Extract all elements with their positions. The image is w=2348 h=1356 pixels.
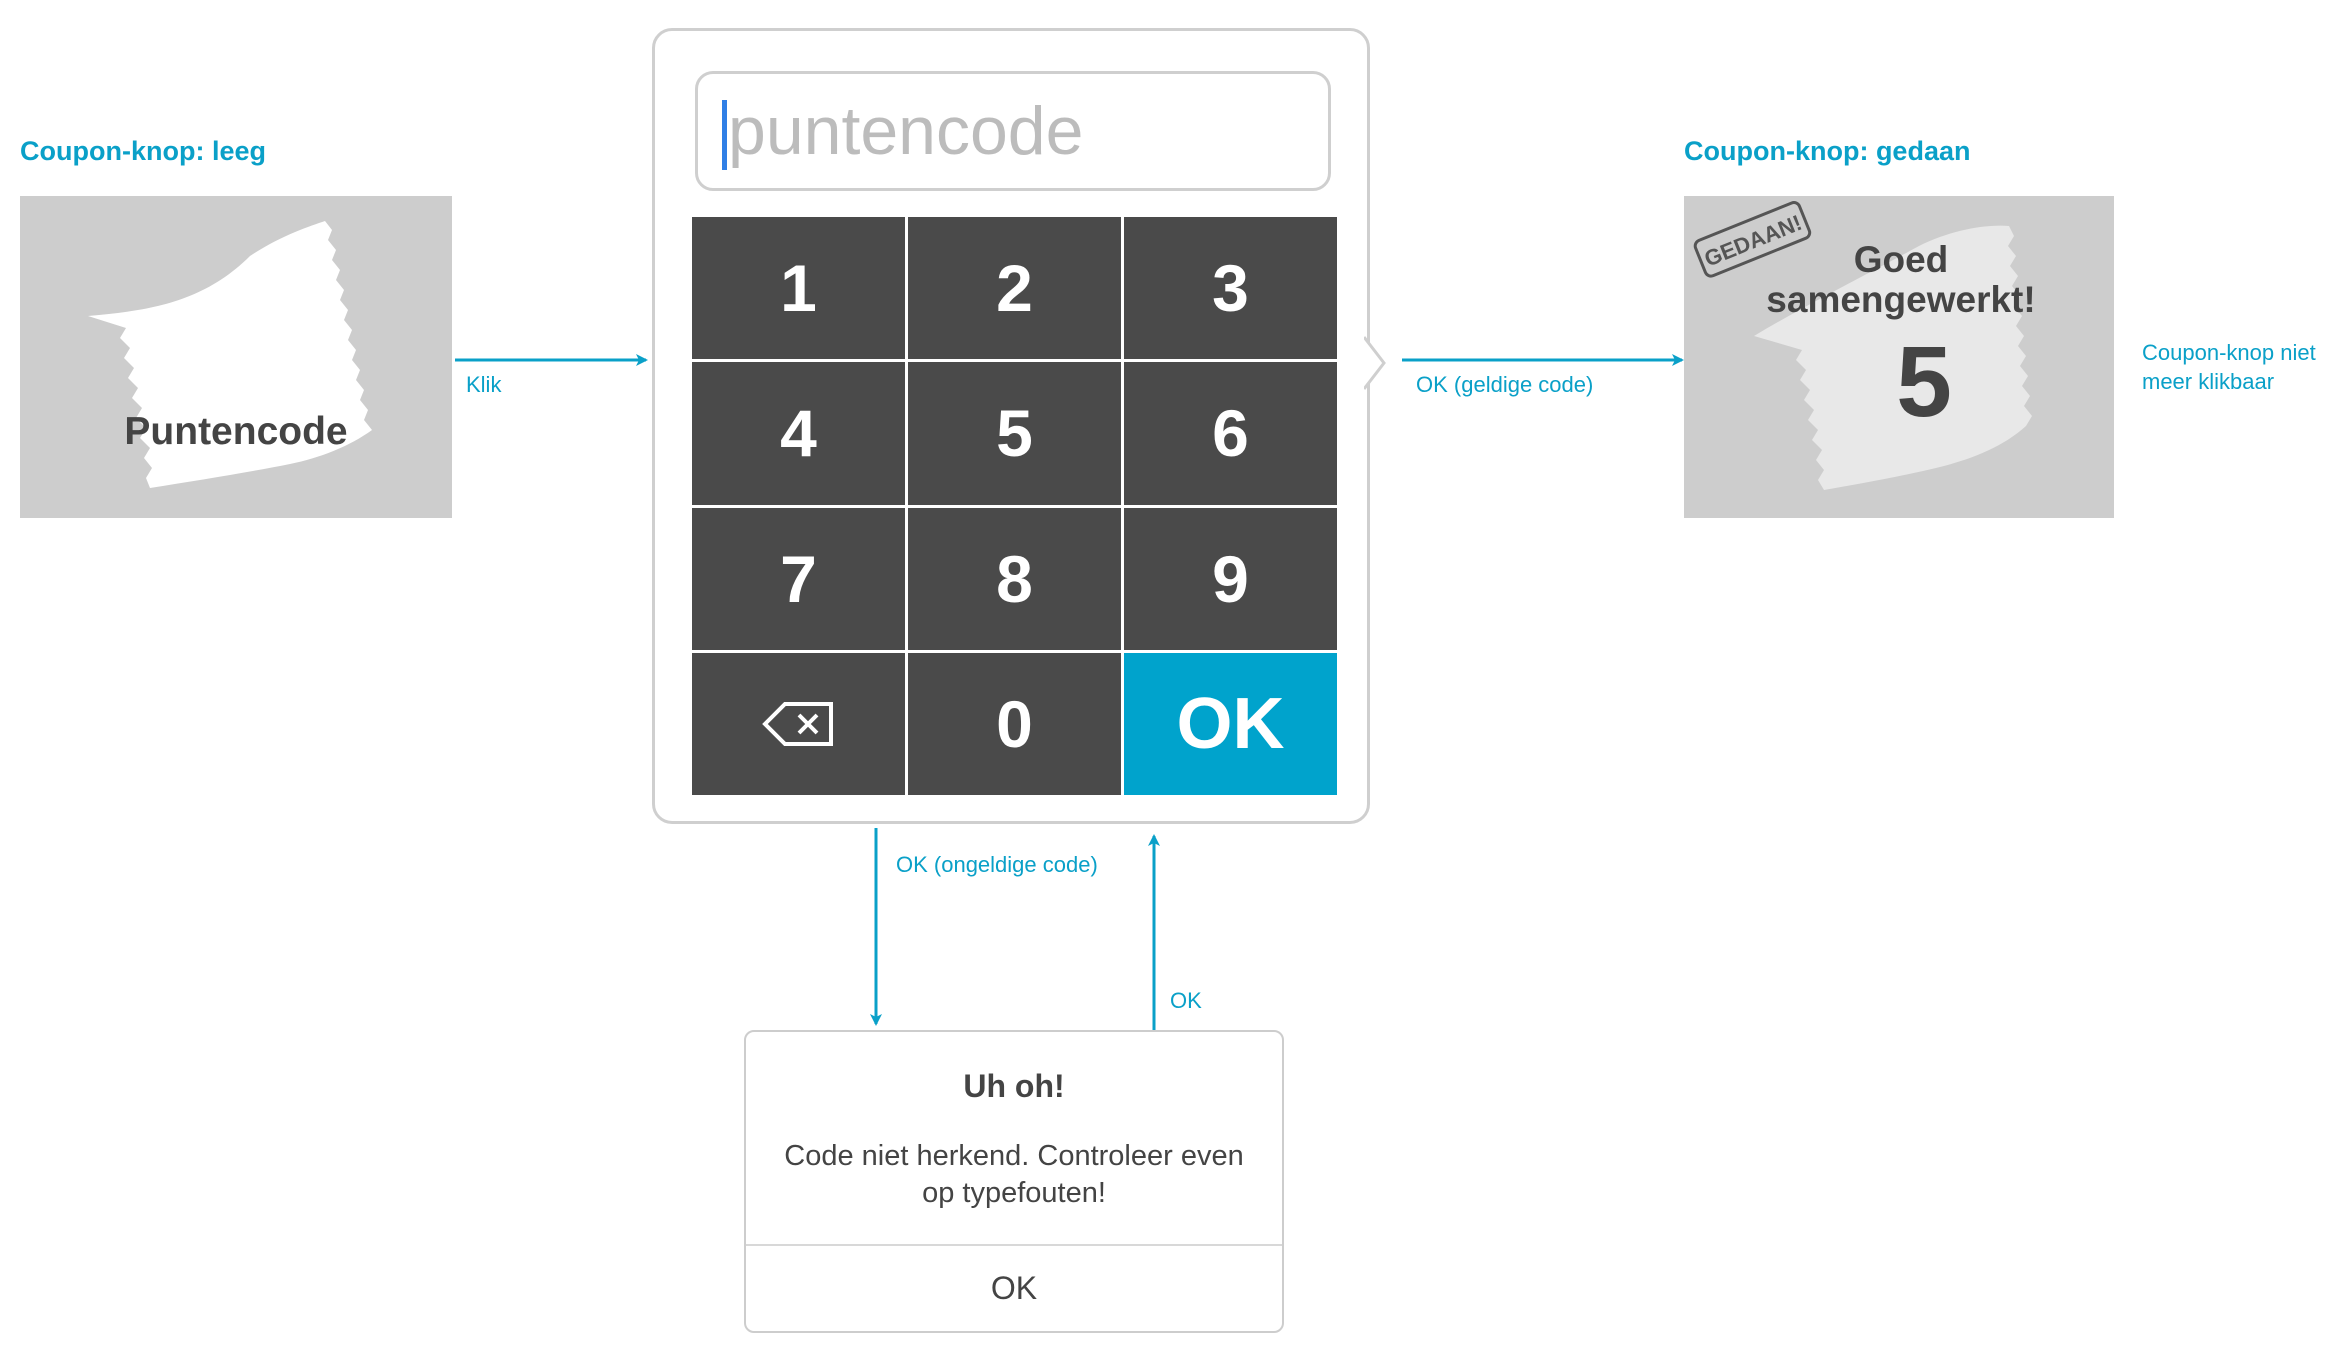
coupon-button-done: GEDAAN! Goed samengewerkt! 5 bbox=[1684, 196, 2114, 518]
flow-label-click: Klik bbox=[466, 372, 502, 397]
ticket-icon bbox=[1754, 225, 2032, 490]
flow-label-valid: OK (geldige code) bbox=[1416, 372, 1594, 397]
dialog-message: Code niet herkend. Controleer even op ty… bbox=[766, 1138, 1262, 1212]
key-4[interactable]: 4 bbox=[692, 362, 905, 505]
backspace-key[interactable] bbox=[692, 652, 905, 795]
dialog-divider bbox=[746, 1244, 1282, 1246]
key-0[interactable]: 0 bbox=[908, 652, 1121, 795]
coupon-button-empty[interactable]: Puntencode bbox=[20, 196, 452, 518]
not-clickable-note: Coupon-knop niet meer klikbaar bbox=[2142, 338, 2316, 396]
backspace-icon bbox=[761, 701, 833, 746]
coupon-label: Puntencode bbox=[124, 410, 348, 453]
code-entry-panel: 1 2 3 4 5 6 7 8 9 0 OK bbox=[652, 28, 1370, 824]
key-9[interactable]: 9 bbox=[1124, 507, 1337, 650]
dialog-title: Uh oh! bbox=[963, 1068, 1065, 1104]
done-message-line2: samengewerkt! bbox=[1766, 279, 2036, 320]
error-dialog: Uh oh! Code niet herkend. Controleer eve… bbox=[744, 1030, 1284, 1333]
dialog-message-line2: op typefouten! bbox=[922, 1177, 1106, 1209]
note-line1: Coupon-knop niet bbox=[2142, 340, 2316, 365]
ticket-icon bbox=[88, 221, 372, 488]
coupon-empty-heading: Coupon-knop: leeg bbox=[20, 136, 266, 166]
key-7[interactable]: 7 bbox=[692, 507, 905, 650]
panel-pointer bbox=[1364, 336, 1386, 390]
text-caret bbox=[722, 100, 727, 170]
done-message: Goed samengewerkt! bbox=[1736, 240, 2066, 320]
coupon-done-heading: Coupon-knop: gedaan bbox=[1684, 136, 1971, 166]
done-message-line1: Goed bbox=[1853, 239, 1949, 280]
numeric-keypad: 1 2 3 4 5 6 7 8 9 0 OK bbox=[692, 217, 1337, 795]
note-line2: meer klikbaar bbox=[2142, 369, 2275, 394]
done-stamp: GEDAAN! bbox=[1693, 201, 1812, 278]
key-5[interactable]: 5 bbox=[908, 362, 1121, 505]
dialog-ok-button[interactable]: OK bbox=[746, 1246, 1282, 1331]
key-8[interactable]: 8 bbox=[908, 507, 1121, 650]
ok-key[interactable]: OK bbox=[1124, 652, 1337, 795]
dialog-message-line1: Code niet herkend. Controleer even bbox=[784, 1140, 1244, 1172]
key-1[interactable]: 1 bbox=[692, 217, 905, 360]
code-input[interactable] bbox=[722, 86, 1308, 176]
code-input-box bbox=[695, 71, 1331, 191]
key-2[interactable]: 2 bbox=[908, 217, 1121, 360]
flow-label-back: OK bbox=[1170, 988, 1202, 1013]
key-3[interactable]: 3 bbox=[1124, 217, 1337, 360]
flow-label-invalid: OK (ongeldige code) bbox=[896, 852, 1098, 877]
key-6[interactable]: 6 bbox=[1124, 362, 1337, 505]
points-value: 5 bbox=[1896, 326, 1952, 438]
